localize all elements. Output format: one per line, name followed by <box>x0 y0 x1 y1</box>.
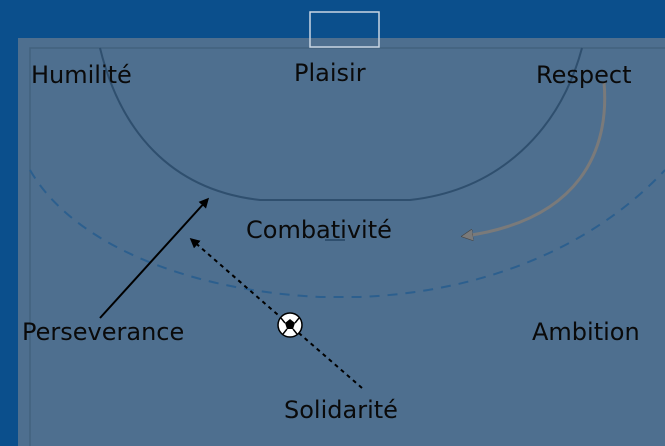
court-boundary <box>29 47 665 446</box>
arrow-respect <box>465 81 607 236</box>
label-ambition: Ambition <box>532 318 640 346</box>
label-combativite: Combativité <box>246 216 392 244</box>
arrow-perseverance <box>99 197 210 319</box>
label-perseverance: Perseverance <box>22 318 185 346</box>
label-plaisir: Plaisir <box>294 59 366 87</box>
label-humilite: Humilité <box>31 61 132 89</box>
soccer-ball-icon <box>277 312 303 338</box>
free-throw-line <box>29 169 665 298</box>
label-respect: Respect <box>536 61 632 89</box>
goal <box>309 11 380 48</box>
label-solidarite: Solidarité <box>284 396 398 424</box>
arrow-solidarite <box>189 238 363 389</box>
goal-area-line <box>99 47 583 201</box>
